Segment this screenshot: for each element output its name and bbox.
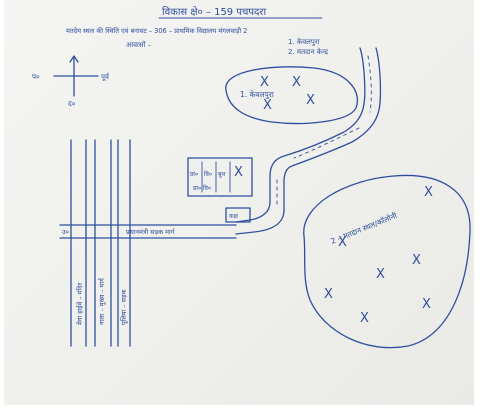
vertical-road-label-2: नाला – मुख्य – मार्ग xyxy=(98,277,106,325)
map-subtitle: मतदेय स्थल की स्थिति एवं बनावट – 306 – प… xyxy=(66,27,247,35)
upper-mark-4: X xyxy=(306,93,315,108)
lower-mark-3: X xyxy=(412,253,421,268)
vertical-roads: मेगा हाईवे – मंदिर नाला – मुख्य – मार्ग … xyxy=(70,139,131,347)
school-building: प्रा० वि० बूथ X प्रा० वि० कक्ष xyxy=(187,157,253,223)
legend-item-1: 1. केवलपुरा xyxy=(288,37,320,46)
lower-mark-7: X xyxy=(360,311,369,326)
road-label: प्रधानमंत्री सड़क मार्ग xyxy=(126,228,175,236)
lower-mark-2: X xyxy=(338,235,347,250)
lower-settlement-boundary xyxy=(303,174,471,349)
upper-mark-3: X xyxy=(263,98,272,113)
building-mark: X xyxy=(234,165,243,180)
vertical-road-label-3: पुलिया – सड़क xyxy=(120,289,128,325)
legend-heading: आवासों – xyxy=(126,40,152,49)
north-arrow-icon xyxy=(69,55,79,63)
building-label: प्रा० वि० xyxy=(193,184,211,192)
school-building-outline xyxy=(187,157,253,197)
map-title: विकास क्षे० – 159 पचपदरा xyxy=(162,6,266,18)
vertical-road-label-1: मेगा हाईवे – मंदिर xyxy=(76,282,84,325)
upper-settlement-label: 1. केवलपुरा xyxy=(240,90,275,100)
compass-south: द० xyxy=(68,100,76,108)
compass-rose: प० पूर्व द० xyxy=(32,55,110,108)
winding-road-edge-outer xyxy=(235,47,366,223)
road-stage-label: उ० xyxy=(62,228,69,236)
upper-mark-1: X xyxy=(260,75,269,90)
upper-settlement-boundary xyxy=(225,66,358,125)
building-text-1: प्रा० xyxy=(190,171,198,178)
building-text-2: वि० xyxy=(204,170,212,178)
small-room-label: कक्ष xyxy=(229,213,239,220)
compass-west: प० xyxy=(32,73,40,81)
winding-road-centerline xyxy=(276,55,372,205)
horizontal-road: प्रधानमंत्री सड़क मार्ग उ० xyxy=(59,224,237,239)
lower-settlement: 2 – मतदान स्थल/कॉलोनी X X X X X X X xyxy=(303,174,471,349)
lower-mark-6: X xyxy=(422,297,431,312)
building-text-3: बूथ xyxy=(218,171,225,178)
upper-mark-2: X xyxy=(292,75,301,90)
lower-mark-1: X xyxy=(424,185,433,200)
lower-mark-4: X xyxy=(376,267,385,282)
small-room-box xyxy=(225,207,251,223)
legend-item-2: 2. मतदान केन्द्र xyxy=(288,47,328,56)
hand-drawn-map: विकास क्षे० – 159 पचपदरा मतदेय स्थल की स… xyxy=(32,6,471,349)
winding-road-edge-inner xyxy=(235,47,382,235)
lower-mark-5: X xyxy=(324,287,333,302)
upper-settlement: 1. केवलपुरा X X X X xyxy=(225,66,358,125)
winding-road xyxy=(235,47,382,235)
compass-east: पूर्व xyxy=(101,72,110,81)
